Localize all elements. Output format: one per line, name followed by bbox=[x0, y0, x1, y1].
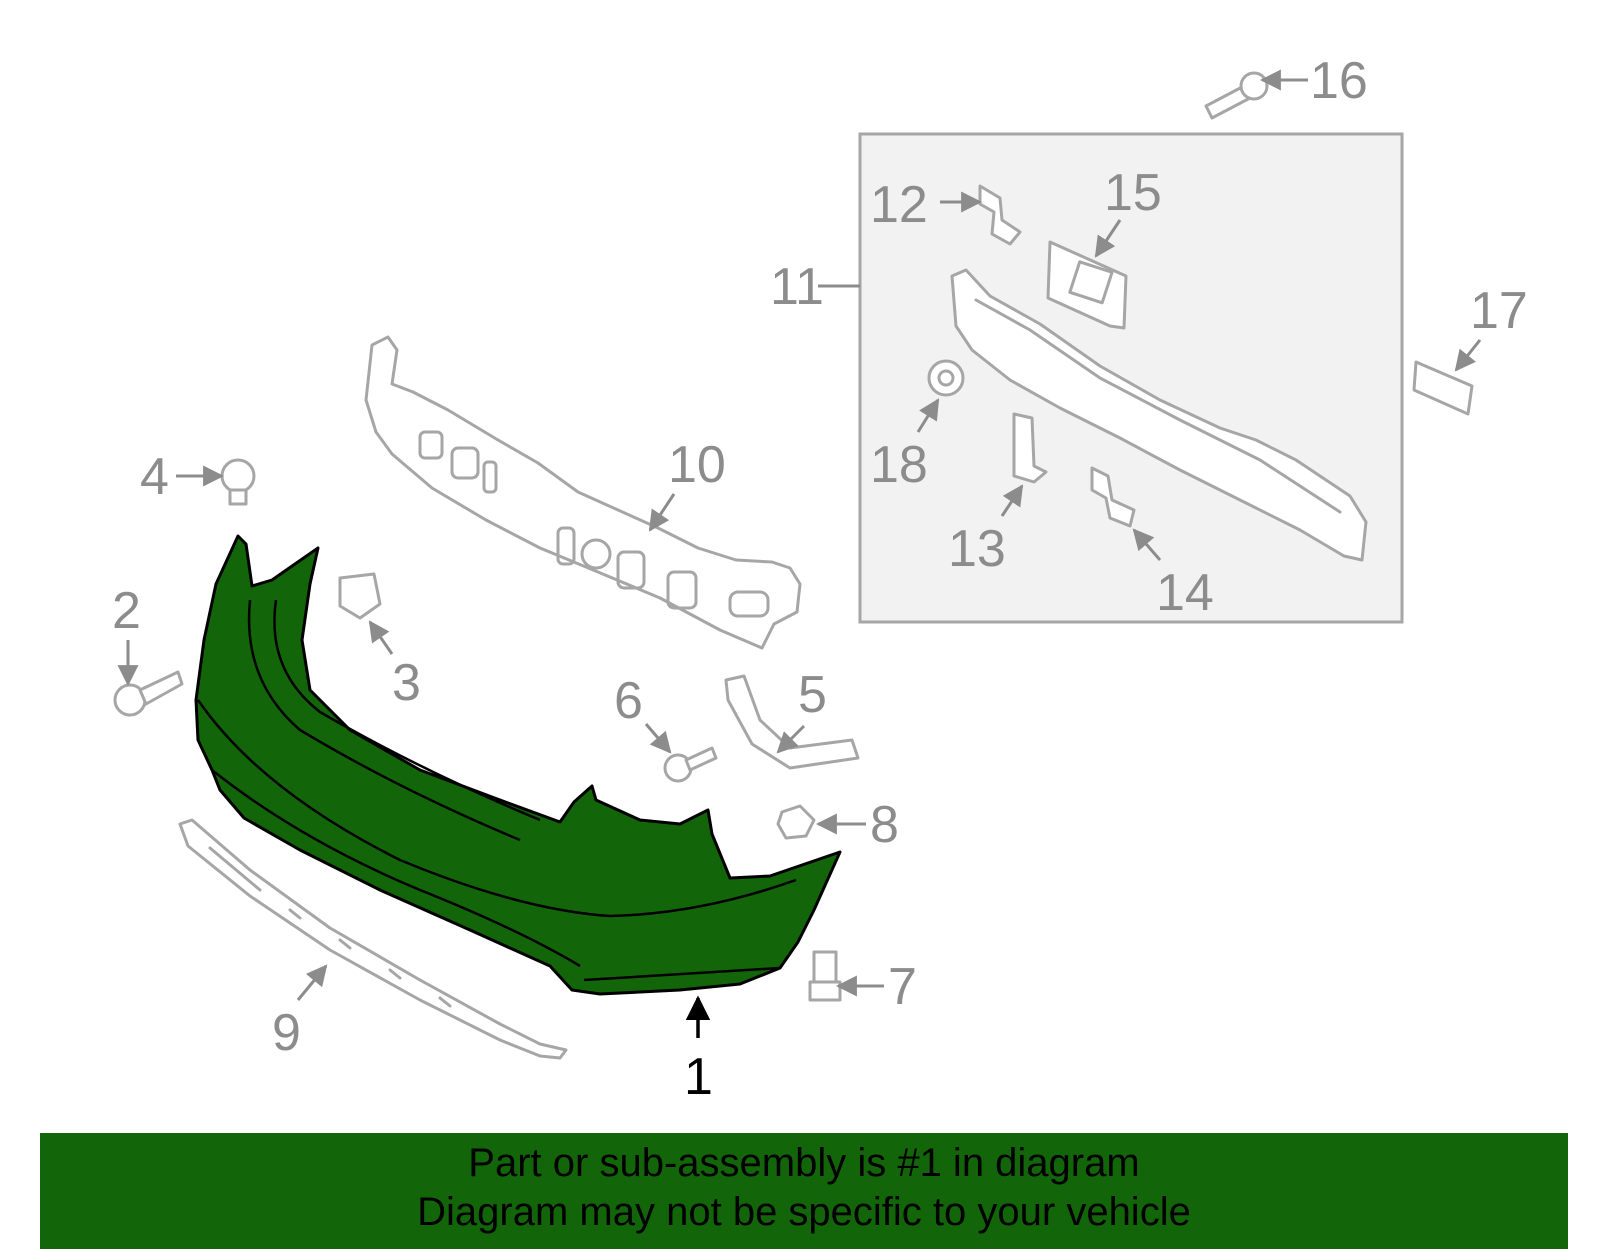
callout-13: 13 bbox=[948, 520, 1006, 578]
callout-4: 4 bbox=[140, 448, 169, 506]
callout-1: 1 bbox=[684, 1048, 713, 1106]
bracket-part-14 bbox=[1090, 466, 1136, 528]
reinforcement-bar-part bbox=[950, 268, 1368, 562]
callout-3: 3 bbox=[392, 654, 421, 712]
energy-absorber-part bbox=[364, 335, 802, 650]
callout-5: 5 bbox=[798, 666, 827, 724]
bracket-part-15 bbox=[1046, 240, 1128, 330]
callout-2: 2 bbox=[112, 582, 141, 640]
screw-part-6 bbox=[663, 746, 718, 783]
pad-part-17 bbox=[1412, 360, 1474, 416]
banner-line-1: Part or sub-assembly is #1 in diagram bbox=[468, 1141, 1140, 1185]
nut-part-18 bbox=[927, 359, 965, 397]
bolt-part-16 bbox=[1204, 71, 1269, 120]
clip-part-8 bbox=[776, 804, 816, 840]
lower-trim-part bbox=[178, 818, 568, 1060]
callout-6: 6 bbox=[614, 672, 643, 730]
callout-15: 15 bbox=[1104, 164, 1162, 222]
callout-9: 9 bbox=[272, 1004, 301, 1062]
callout-8: 8 bbox=[870, 796, 899, 854]
callout-14: 14 bbox=[1156, 564, 1214, 622]
clip-part-3 bbox=[338, 572, 382, 620]
callout-12: 12 bbox=[870, 176, 928, 234]
clip-part-4 bbox=[220, 458, 256, 506]
callout-7: 7 bbox=[888, 958, 917, 1016]
banner-line-2: Diagram may not be specific to your vehi… bbox=[417, 1190, 1191, 1234]
bracket-part-13 bbox=[1012, 412, 1048, 484]
callout-11: 11 bbox=[770, 258, 824, 316]
callout-18: 18 bbox=[870, 436, 928, 494]
bracket-part-12 bbox=[978, 184, 1022, 246]
callout-16: 16 bbox=[1310, 52, 1368, 110]
callout-10: 10 bbox=[668, 436, 726, 494]
bolt-part-7 bbox=[808, 950, 842, 1002]
parts-diagram: 1 2 3 4 5 6 7 8 9 10 11 12 13 14 15 16 1… bbox=[112, 52, 1528, 1106]
info-banner: Part or sub-assembly is #1 in diagram Di… bbox=[40, 1133, 1568, 1249]
screw-part-2 bbox=[113, 670, 184, 717]
bumper-cover-part bbox=[194, 534, 842, 996]
callout-17: 17 bbox=[1470, 282, 1528, 340]
bracket-part-5 bbox=[724, 674, 860, 770]
